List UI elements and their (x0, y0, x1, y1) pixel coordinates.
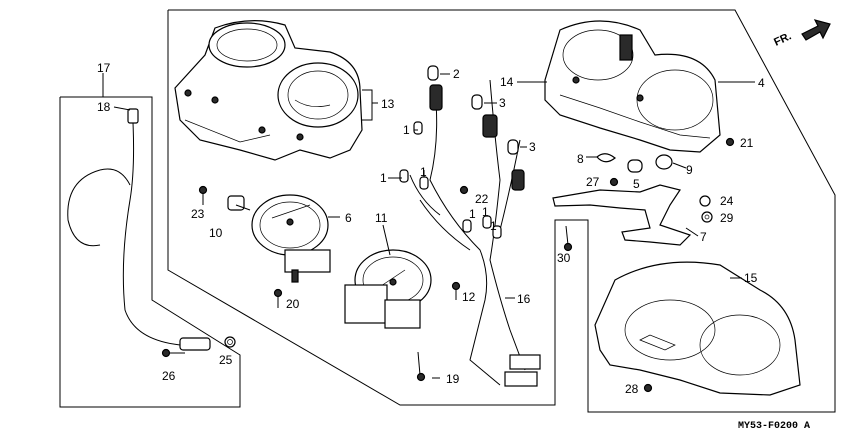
wire-harness (409, 79, 541, 387)
front-direction-label: FR. (772, 30, 793, 48)
lower-meter-case (544, 20, 721, 153)
grommet-9 (655, 154, 673, 170)
callout-3b: 3 (529, 140, 536, 154)
oring-25 (224, 336, 236, 348)
collar-24 (699, 195, 711, 207)
callout-18: 18 (97, 100, 111, 114)
diagram-code: MY53-F0200 A (738, 421, 810, 432)
screw-19 (416, 351, 426, 382)
callout-1a: 1 (403, 123, 410, 137)
screw-12 (451, 281, 461, 300)
screw-30 (563, 225, 573, 252)
callout-15: 15 (744, 271, 758, 285)
callout-4: 4 (758, 76, 765, 90)
callout-14: 14 (500, 75, 514, 89)
leader-lines (102, 73, 755, 379)
meter-stay-bracket (552, 184, 692, 246)
callout-28: 28 (625, 382, 639, 396)
callout-1f: 1 (490, 219, 497, 233)
callout-22: 22 (475, 192, 489, 206)
screw-27 (609, 177, 619, 187)
callout-20: 20 (286, 297, 300, 311)
tachometer (344, 249, 432, 329)
callout-24: 24 (720, 194, 734, 208)
callout-26: 26 (162, 369, 176, 383)
nut-29 (701, 211, 713, 223)
meter-cover (594, 261, 801, 396)
callout-1b: 1 (380, 171, 387, 185)
callout-30: 30 (557, 251, 571, 265)
bulb-3-upper (471, 94, 483, 110)
screw-20 (273, 288, 283, 308)
grommet-5 (627, 159, 643, 173)
callout-12: 12 (462, 290, 476, 304)
upper-meter-case (174, 20, 363, 161)
callout-7: 7 (700, 230, 707, 244)
callout-5: 5 (633, 177, 640, 191)
callout-10: 10 (209, 226, 223, 240)
callout-17: 17 (97, 61, 111, 75)
screw-21 (725, 137, 735, 147)
speedometer (251, 194, 331, 283)
callout-25: 25 (219, 353, 233, 367)
main-frame (59, 9, 836, 413)
callout-21: 21 (740, 136, 754, 150)
callout-8: 8 (577, 152, 584, 166)
screw-26 (161, 348, 185, 358)
callout-1e: 1 (482, 205, 489, 219)
callout-3a: 3 (499, 96, 506, 110)
callout-23: 23 (191, 207, 205, 221)
callout-2: 2 (453, 67, 460, 81)
bulb-2 (427, 65, 439, 81)
callout-1c: 1 (420, 165, 427, 179)
screw-22 (459, 185, 469, 195)
callout-29: 29 (720, 211, 734, 225)
speedometer-cable (67, 108, 211, 351)
bulb-3-lower (507, 139, 519, 155)
screw-28 (643, 383, 653, 393)
callout-9: 9 (686, 163, 693, 177)
callouts: 17 18 13 2 3 3 14 4 1 1 1 1 1 1 22 23 10… (97, 61, 765, 396)
callout-1d: 1 (469, 207, 476, 221)
callout-11: 11 (375, 211, 388, 225)
callout-6: 6 (345, 211, 352, 225)
callout-16: 16 (517, 292, 531, 306)
callout-27: 27 (586, 175, 600, 189)
front-direction-arrow: FR. (772, 19, 831, 49)
bulbs-1 (399, 121, 502, 239)
trip-knob (227, 195, 251, 211)
screw-23 (198, 185, 208, 205)
grommet-8 (596, 153, 616, 163)
callout-13: 13 (381, 97, 395, 111)
callout-19: 19 (446, 372, 460, 386)
